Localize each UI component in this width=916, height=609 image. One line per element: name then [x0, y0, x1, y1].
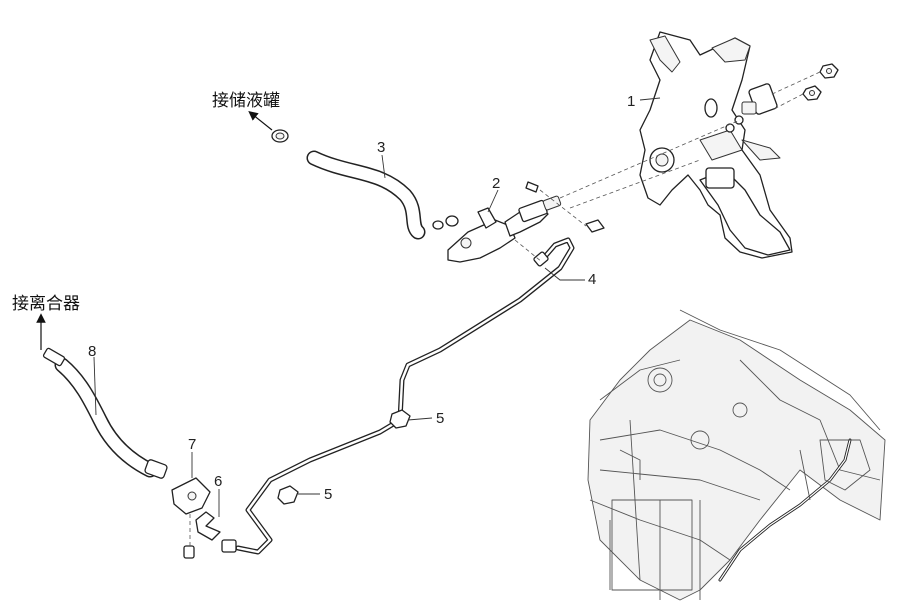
pipe-clip-upper [389, 409, 411, 429]
callout-2: 2 [492, 175, 500, 192]
assembly-line-cylinder-pedal [559, 119, 741, 199]
pipe-clip-lower [277, 485, 299, 505]
nut-lower [802, 85, 822, 101]
callout-6: 6 [214, 473, 222, 490]
note-to-reservoir: 接储液罐 [212, 91, 280, 111]
callout-8: 8 [88, 343, 96, 360]
assembly-line-cylinder-pedal-2 [569, 159, 701, 209]
assembly-line-nut-top [769, 71, 821, 96]
clutch-flex-hose [42, 347, 168, 479]
vehicle-front-structure-inset [587, 309, 886, 601]
clutch-master-cylinder [432, 181, 605, 263]
callout-1: 1 [627, 93, 635, 110]
clutch-hydraulic-pipe [221, 237, 575, 555]
callout-5-upper: 5 [436, 410, 444, 427]
callout-3: 3 [377, 139, 385, 156]
slave-line-bracket [171, 477, 211, 559]
callout-4: 4 [588, 271, 596, 288]
leader-lines [93, 97, 661, 517]
retaining-clip [195, 511, 221, 541]
nut-top [819, 63, 839, 79]
assembly-line-bolt [539, 189, 587, 227]
assembly-line-nut-lower [771, 93, 804, 111]
reservoir-hose [271, 129, 426, 240]
assembly-line-pipe [514, 239, 543, 263]
pedal-box-assembly [639, 31, 793, 259]
note-to-clutch: 接离合器 [12, 294, 80, 314]
callout-5-lower: 5 [324, 486, 332, 503]
arrow-to-reservoir [248, 111, 273, 131]
callout-7: 7 [188, 436, 196, 453]
